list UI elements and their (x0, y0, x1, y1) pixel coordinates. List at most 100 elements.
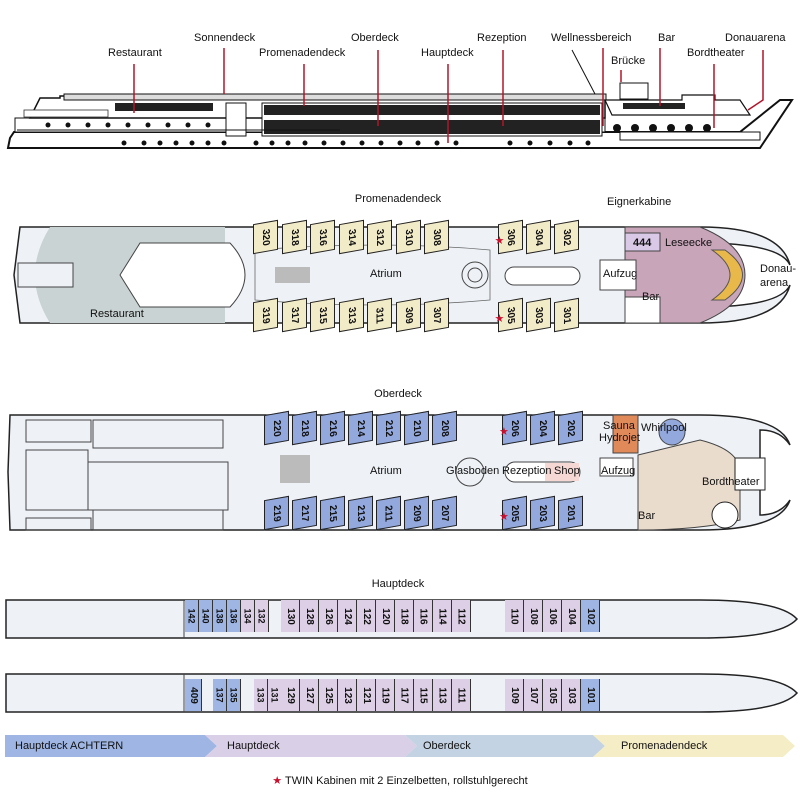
cabin-136[interactable]: 136 (227, 600, 241, 632)
legend-note-text: TWIN Kabinen mit 2 Einzelbetten, rollstu… (285, 775, 528, 787)
cabin-number: 217 (299, 503, 310, 523)
cabin-207[interactable]: 207 (432, 495, 457, 531)
cabin-number: 116 (417, 607, 429, 625)
cabin-210[interactable]: 210 (404, 410, 429, 446)
cabin-208[interactable]: 208 (432, 410, 457, 446)
cabin-301[interactable]: 301 (553, 297, 579, 333)
cabin-317[interactable]: 317 (281, 297, 307, 333)
cabin-304[interactable]: 304 (525, 219, 551, 255)
cabin-number: 220 (271, 418, 282, 438)
cabin-102[interactable]: 102 (581, 600, 600, 632)
label-owner-cabin[interactable]: 444 (633, 237, 652, 249)
label-glasboden: Glasboden (446, 465, 500, 477)
cabin-110[interactable]: 110 (505, 600, 524, 632)
legend-hauptdeck: Hauptdeck (205, 735, 417, 757)
cabin-204[interactable]: 204 (530, 410, 555, 446)
cabin-107[interactable]: 107 (524, 679, 543, 711)
label-rezeption: Rezeption (477, 32, 527, 44)
cabin-201[interactable]: 201 (558, 495, 583, 531)
cabin-219[interactable]: 219 (264, 495, 289, 531)
cabin-number: 128 (303, 607, 315, 625)
cabin-111[interactable]: 111 (452, 679, 471, 711)
cabin-140[interactable]: 140 (199, 600, 213, 632)
star-icon: ★ (272, 775, 283, 787)
cabin-125[interactable]: 125 (319, 679, 338, 711)
cabin-134[interactable]: 134 (241, 600, 255, 632)
cabin-127[interactable]: 127 (300, 679, 319, 711)
cabin-105[interactable]: 105 (543, 679, 562, 711)
cabin-307[interactable]: 307 (424, 297, 449, 333)
cabin-409[interactable]: 409 (185, 679, 202, 711)
cabin-117[interactable]: 117 (395, 679, 414, 711)
cabin-211[interactable]: 211 (376, 495, 401, 531)
cabin-302[interactable]: 302 (553, 219, 579, 255)
cabin-103[interactable]: 103 (562, 679, 581, 711)
cabin-number: 140 (200, 608, 211, 624)
cabin-number: 134 (242, 608, 253, 624)
cabin-112[interactable]: 112 (452, 600, 471, 632)
cabin-128[interactable]: 128 (300, 600, 319, 632)
wheelchair-star-icon: ★ (494, 313, 505, 325)
cabin-124[interactable]: 124 (338, 600, 357, 632)
cabin-132[interactable]: 132 (255, 600, 269, 632)
cabin-214[interactable]: 214 (348, 410, 373, 446)
cabin-312[interactable]: 312 (367, 219, 392, 255)
cabin-319[interactable]: 319 (253, 297, 278, 333)
cabin-318[interactable]: 318 (281, 219, 307, 255)
cabin-129[interactable]: 129 (281, 679, 300, 711)
cabin-310[interactable]: 310 (395, 219, 421, 255)
cabin-309[interactable]: 309 (395, 297, 421, 333)
cabin-number: 201 (565, 503, 576, 523)
cabin-number: 204 (537, 418, 548, 438)
cabin-113[interactable]: 113 (433, 679, 452, 711)
cabin-313[interactable]: 313 (338, 297, 364, 333)
legend-oberdeck: Oberdeck (405, 735, 605, 757)
cabin-133[interactable]: 133 (254, 679, 268, 711)
cabin-119[interactable]: 119 (376, 679, 395, 711)
cabin-316[interactable]: 316 (310, 219, 335, 255)
cabin-142[interactable]: 142 (185, 600, 199, 632)
cabin-130[interactable]: 130 (281, 600, 300, 632)
cabin-213[interactable]: 213 (348, 495, 373, 531)
cabin-122[interactable]: 122 (357, 600, 376, 632)
cabin-131[interactable]: 131 (268, 679, 282, 711)
cabin-311[interactable]: 311 (367, 297, 392, 333)
cabin-320[interactable]: 320 (253, 219, 278, 255)
cabin-109[interactable]: 109 (505, 679, 524, 711)
cabin-203[interactable]: 203 (530, 495, 555, 531)
cabin-number: 104 (565, 607, 577, 625)
cabin-120[interactable]: 120 (376, 600, 395, 632)
cabin-number: 205 (509, 503, 520, 523)
cabin-106[interactable]: 106 (543, 600, 562, 632)
cabin-126[interactable]: 126 (319, 600, 338, 632)
cabin-number: 124 (341, 607, 353, 625)
cabin-220[interactable]: 220 (264, 410, 289, 446)
cabin-104[interactable]: 104 (562, 600, 581, 632)
legend-bar: Hauptdeck ACHTERN Hauptdeck Oberdeck Pro… (5, 735, 795, 757)
cabin-218[interactable]: 218 (292, 410, 317, 446)
cabin-118[interactable]: 118 (395, 600, 414, 632)
cabin-215[interactable]: 215 (320, 495, 345, 531)
cabin-115[interactable]: 115 (414, 679, 433, 711)
cabin-303[interactable]: 303 (525, 297, 551, 333)
cabin-135[interactable]: 135 (227, 679, 241, 711)
cabin-116[interactable]: 116 (414, 600, 433, 632)
cabin-101[interactable]: 101 (581, 679, 600, 711)
cabin-212[interactable]: 212 (376, 410, 401, 446)
cabin-number: 216 (327, 418, 338, 438)
cabin-137[interactable]: 137 (213, 679, 227, 711)
cabin-209[interactable]: 209 (404, 495, 429, 531)
cabin-314[interactable]: 314 (338, 219, 364, 255)
cabin-202[interactable]: 202 (558, 410, 583, 446)
cabin-114[interactable]: 114 (433, 600, 452, 632)
cabin-108[interactable]: 108 (524, 600, 543, 632)
label-hauptdeck: Hauptdeck (421, 47, 474, 59)
cabin-138[interactable]: 138 (213, 600, 227, 632)
cabin-121[interactable]: 121 (357, 679, 376, 711)
cabin-123[interactable]: 123 (338, 679, 357, 711)
cabin-216[interactable]: 216 (320, 410, 345, 446)
cabin-315[interactable]: 315 (310, 297, 335, 333)
cabin-308[interactable]: 308 (424, 219, 449, 255)
cabin-number: 304 (532, 227, 544, 247)
cabin-217[interactable]: 217 (292, 495, 317, 531)
